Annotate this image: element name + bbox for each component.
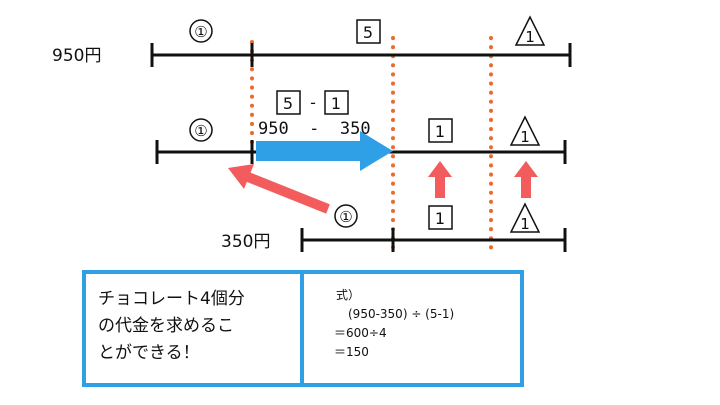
formula-panel: 式） (950-350) ÷ (5-1) ＝600÷4 ＝150 — [304, 274, 520, 383]
bottom-circle-mark — [334, 204, 358, 228]
bottom-segment-line — [300, 228, 567, 252]
summary-line-3: とができる！ — [98, 343, 200, 363]
blue-arrow — [256, 131, 393, 171]
bottom-circle-text: ① — [339, 208, 352, 226]
calc-minus: - — [310, 93, 316, 112]
top-segment-line — [150, 43, 572, 67]
middle-triangle-text: 1 — [520, 128, 530, 146]
red-diagonal-arrow — [228, 164, 330, 214]
summary-box: チョコレート4個分 の代金を求めるこ とができる！ 式） (950-350) ÷… — [82, 270, 524, 387]
bottom-triangle-text: 1 — [520, 215, 530, 233]
middle-circle-mark — [189, 118, 213, 142]
formula-step-3: ＝150 — [334, 345, 369, 359]
formula-step-2: ＝600÷4 — [334, 326, 387, 340]
calc-box-1 — [324, 90, 349, 115]
middle-triangle-mark — [509, 115, 541, 146]
bottom-square-text: 1 — [435, 209, 445, 228]
calc-box-5-text: 5 — [283, 94, 293, 113]
formula-label: 式） — [336, 288, 361, 302]
calc-values: 950 - 350 — [258, 119, 371, 139]
top-square-mark — [356, 19, 381, 44]
middle-square-text: 1 — [435, 122, 445, 141]
top-square-text: 5 — [363, 23, 373, 42]
calc-box-5 — [276, 90, 301, 115]
bottom-triangle-mark — [509, 202, 541, 233]
formula-step-1: (950-350) ÷ (5-1) — [348, 307, 455, 321]
top-triangle-text: 1 — [525, 28, 535, 46]
bottom-price-label: 350円 — [221, 232, 270, 252]
red-up-arrow-1 — [428, 161, 452, 198]
top-circle-mark — [189, 19, 213, 43]
red-up-arrow-2 — [514, 161, 538, 198]
top-triangle-mark — [514, 15, 546, 46]
middle-square-mark — [428, 118, 453, 143]
top-price-label: 950円 — [52, 46, 101, 66]
summary-text: チョコレート4個分 の代金を求めるこ とができる！ — [86, 274, 304, 383]
bottom-square-mark — [428, 205, 453, 230]
summary-line-1: チョコレート4個分 — [98, 289, 245, 309]
top-circle-text: ① — [194, 23, 207, 41]
calc-box-1-text: 1 — [331, 94, 341, 113]
summary-line-2: の代金を求めるこ — [98, 316, 234, 336]
middle-circle-text: ① — [194, 122, 207, 140]
